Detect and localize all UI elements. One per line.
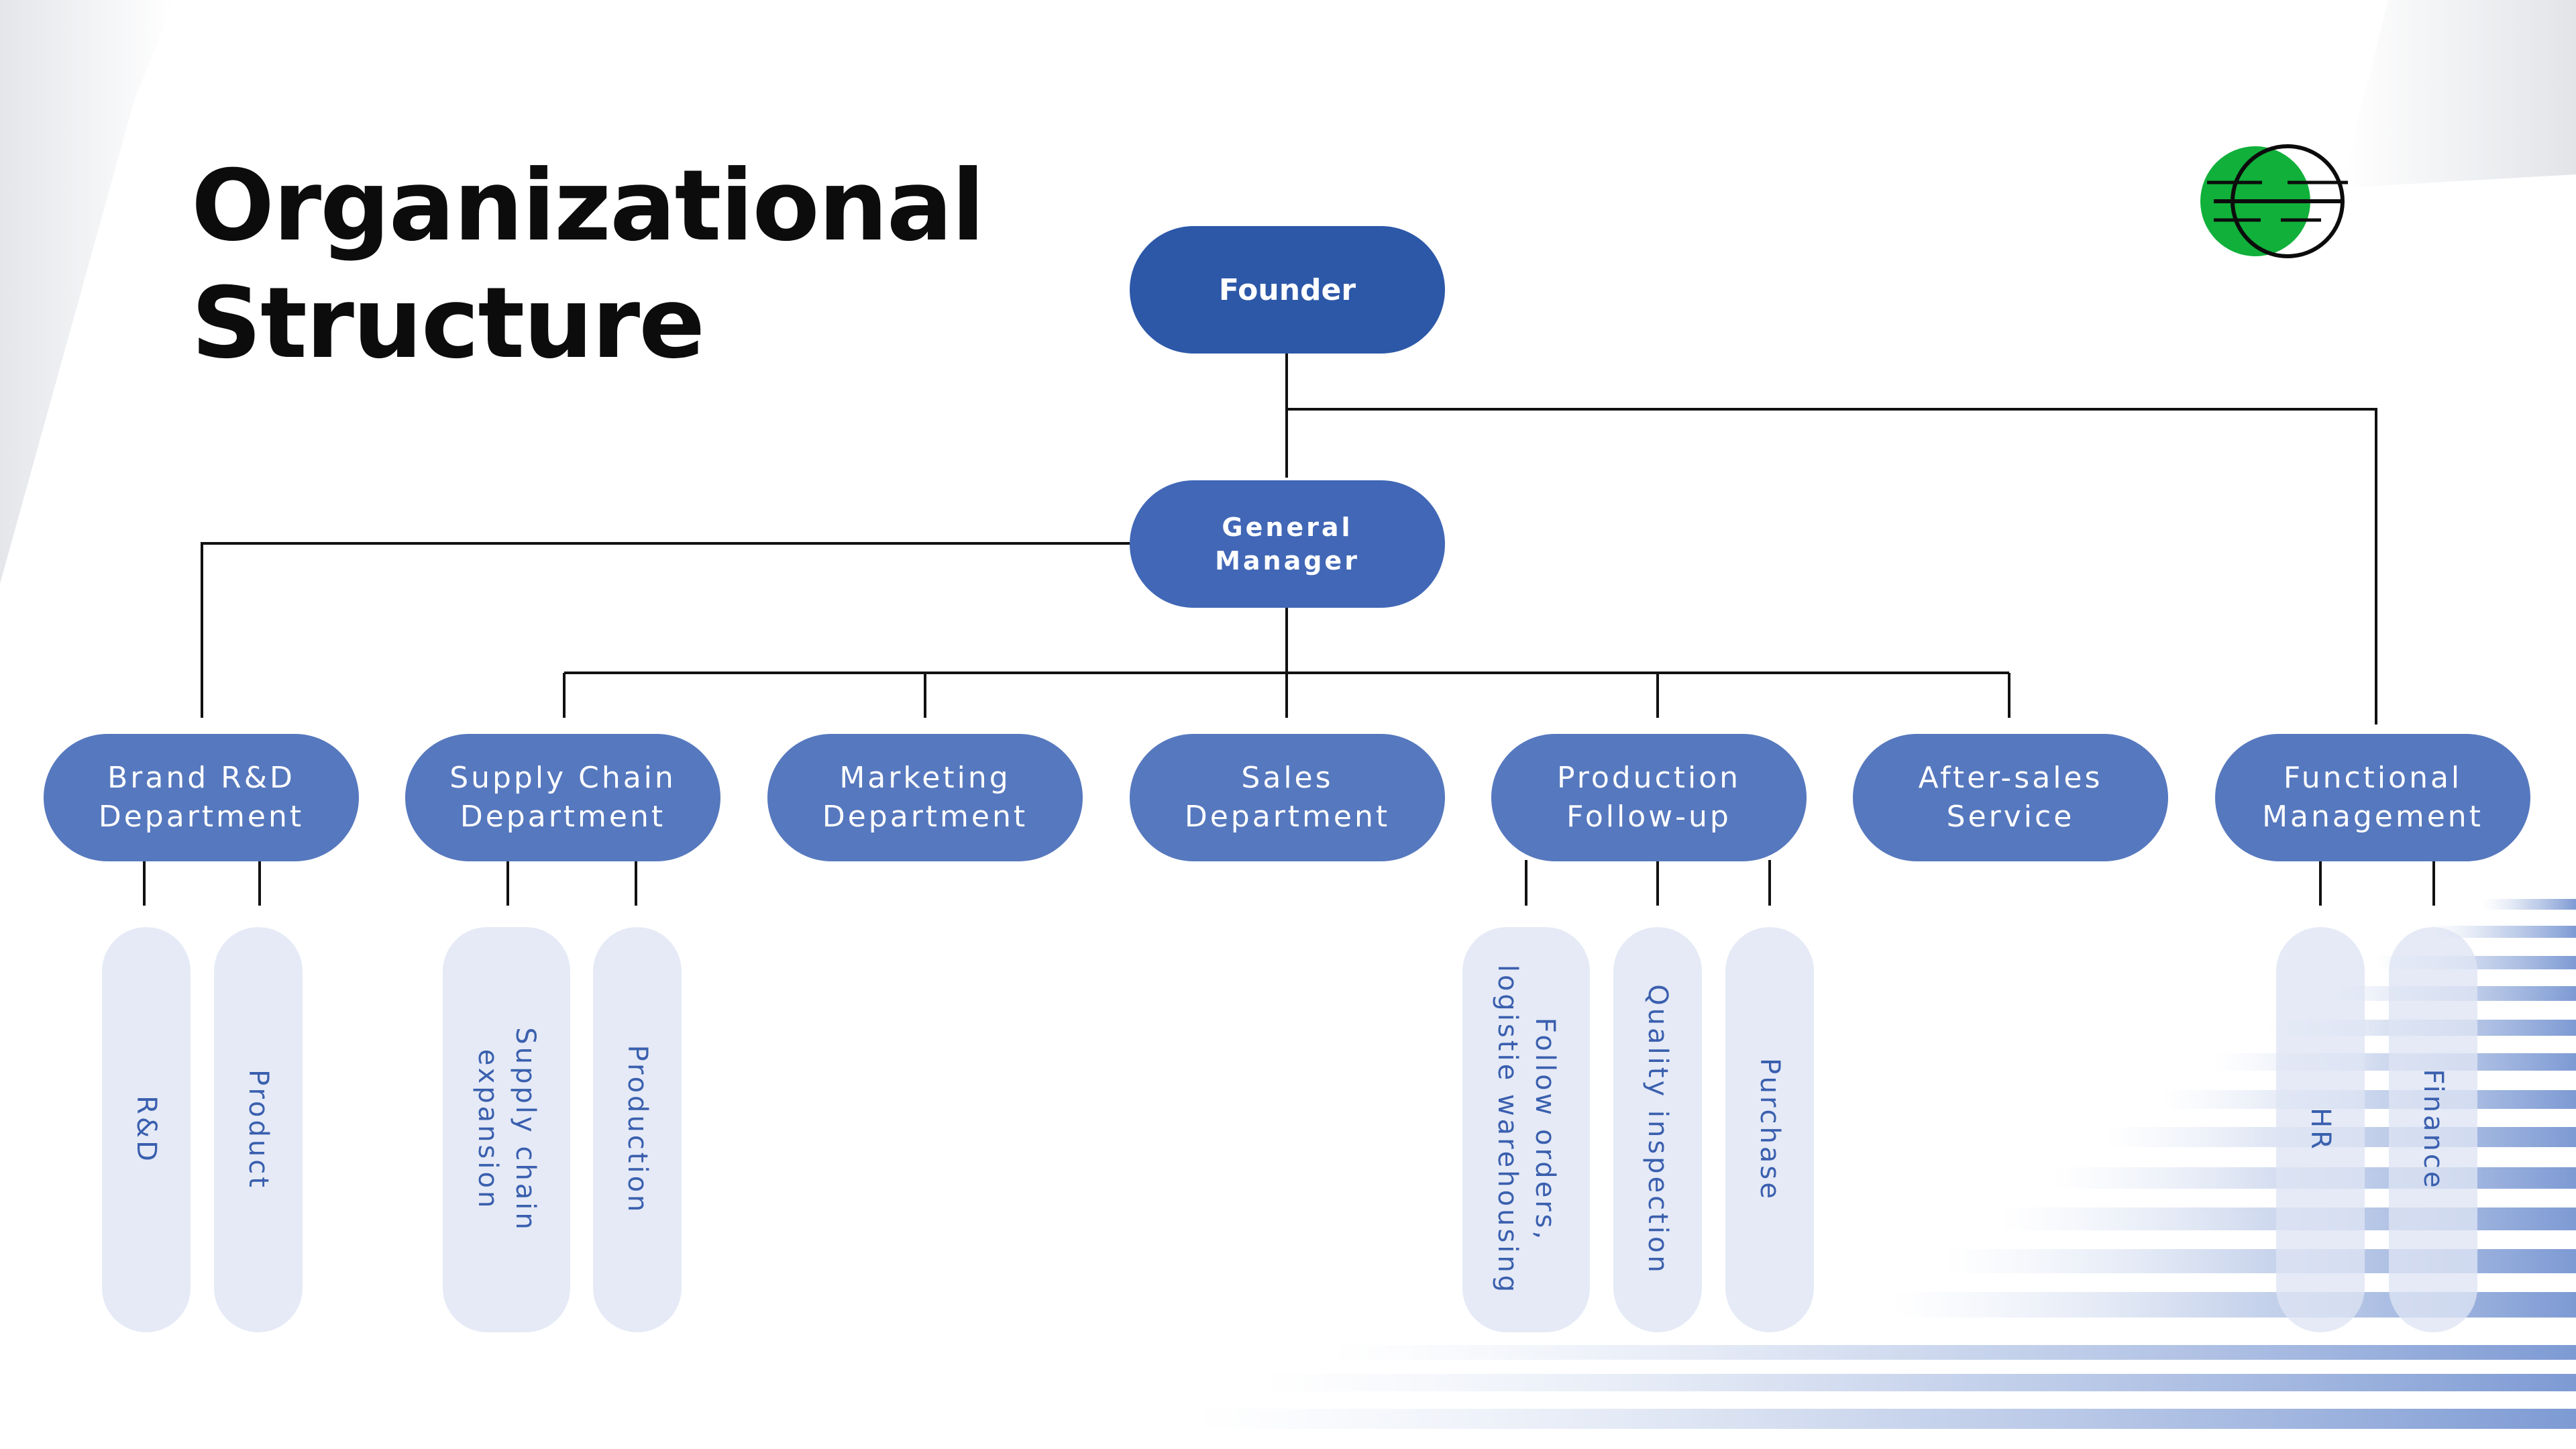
sub-unit-label: HR — [2302, 1108, 2339, 1152]
sub-unit-label-line: Production — [622, 1044, 653, 1215]
sub-unit-label-line: Supply chain — [510, 1027, 541, 1232]
sub-unit-label: Quality inspection — [1639, 984, 1676, 1275]
sub-unit-label-line: Purchase — [1754, 1058, 1785, 1201]
founder-node: Founder — [1130, 226, 1445, 354]
sub-unit-label: Production — [619, 1045, 656, 1215]
gm-label-line-1: General — [1222, 513, 1353, 542]
department-label-line-2: Follow-up — [1566, 800, 1731, 834]
department-brand-rd: Brand R&D Department — [44, 734, 359, 861]
department-label-line-1: Brand R&D — [107, 761, 295, 795]
sub-unit-finance: Finance — [2389, 927, 2477, 1332]
department-label-line-1: Functional — [2283, 761, 2463, 795]
sub-unit-label-line: R&D — [131, 1095, 162, 1164]
department-production: Production Follow-up — [1491, 734, 1807, 861]
founder-label: Founder — [1218, 272, 1356, 307]
sub-unit-production: Production — [593, 927, 682, 1332]
circle-logo-icon — [2200, 144, 2348, 258]
sub-unit-label-line: Product — [243, 1069, 274, 1190]
page-title: Organizational Structure — [191, 148, 985, 382]
sub-unit-purchase: Purchase — [1725, 927, 1814, 1332]
sub-unit-label: R&D — [127, 1095, 165, 1164]
general-manager-node: General Manager — [1130, 480, 1445, 608]
sub-unit-label: Product — [239, 1069, 277, 1190]
sub-unit-follow-orders: Follow orders, logistie warehousing — [1462, 927, 1590, 1332]
sub-unit-label-line: Quality inspection — [1642, 984, 1673, 1275]
department-label-line-1: Supply Chain — [449, 761, 676, 795]
sub-unit-label: Purchase — [1751, 1058, 1788, 1201]
sub-unit-label: Follow orders, logistie warehousing — [1489, 965, 1564, 1295]
department-label-line-2: Department — [822, 800, 1028, 834]
department-label-line-2: Service — [1946, 800, 2075, 834]
title-line-2: Structure — [191, 266, 705, 380]
sub-unit-quality-inspection: Quality inspection — [1613, 927, 1702, 1332]
gm-label-line-2: Manager — [1215, 546, 1360, 576]
sub-unit-label-line: expansion — [472, 1049, 503, 1211]
department-label-line-2: Department — [1184, 800, 1391, 834]
sub-unit-label-line: Follow orders, — [1529, 1017, 1560, 1242]
department-marketing: Marketing Department — [767, 734, 1083, 861]
sub-unit-supply-chain-expansion: Supply chain expansion — [443, 927, 570, 1332]
connector-founder-functional — [1287, 408, 2377, 724]
department-sales: Sales Department — [1130, 734, 1445, 861]
sub-unit-label: Finance — [2414, 1069, 2452, 1190]
department-label-line-1: After-sales — [1918, 761, 2103, 795]
department-label-line-1: Marketing — [839, 761, 1011, 795]
sub-unit-label: Supply chain expansion — [469, 1027, 544, 1232]
department-label-line-1: Sales — [1241, 761, 1334, 795]
department-label-line-1: Production — [1556, 761, 1741, 795]
sub-unit-hr: HR — [2276, 927, 2365, 1332]
connector-gm-brand — [201, 542, 1130, 718]
sub-unit-product: Product — [214, 927, 303, 1332]
sub-unit-rd: R&D — [102, 927, 191, 1332]
department-label-line-2: Management — [2262, 800, 2483, 834]
title-line-1: Organizational — [191, 149, 985, 263]
sub-unit-label-line: logistie warehousing — [1492, 964, 1523, 1295]
department-label-line-2: Department — [460, 800, 666, 834]
department-after-sales: After-sales Service — [1853, 734, 2168, 861]
department-label-line-2: Department — [98, 800, 305, 834]
department-functional: Functional Management — [2215, 734, 2530, 861]
sub-unit-label-line: HR — [2305, 1108, 2336, 1152]
sub-unit-label-line: Finance — [2418, 1069, 2449, 1191]
department-supply-chain: Supply Chain Department — [405, 734, 720, 861]
